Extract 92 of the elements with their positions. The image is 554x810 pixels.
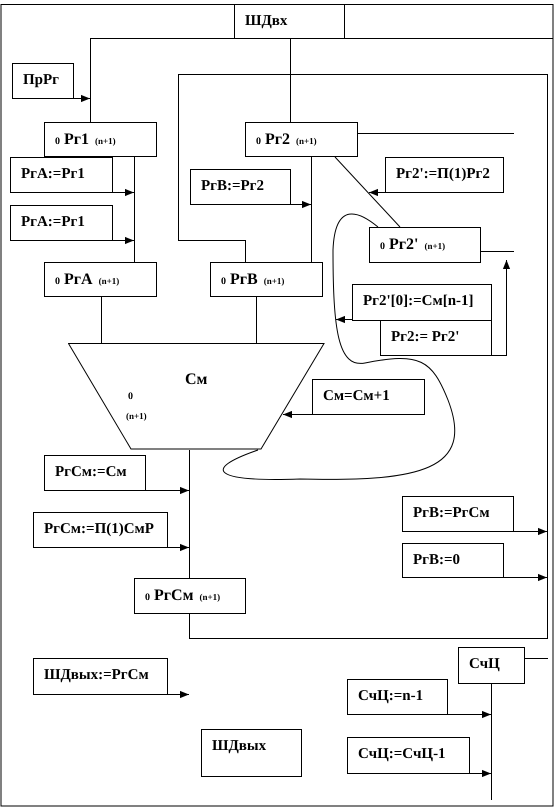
register-box (245, 122, 358, 157)
register-name: РгВ (230, 271, 258, 288)
register-name: Рг2 (265, 131, 290, 148)
wire (480, 251, 514, 252)
operation-text: Рг2'[0]:=См[n-1] (363, 293, 474, 309)
wire (189, 450, 190, 578)
wire (311, 156, 312, 262)
operation-box (44, 455, 146, 491)
bit-index: (n+1) (424, 241, 446, 251)
operation-text: ШДвх (245, 13, 288, 29)
operation-text: Рг2:= Рг2' (391, 329, 460, 345)
operation-text: ШДвых:=РгСм (44, 667, 149, 683)
operation-text: РгСм:=См (55, 464, 127, 480)
operation-box (402, 496, 514, 532)
bit-index: 0 (128, 391, 133, 402)
adder-name: См (185, 371, 208, 389)
wire (178, 74, 548, 639)
operation-text: ШДвых (212, 738, 266, 754)
bit-index: (n+1) (126, 411, 147, 421)
arrow (470, 770, 492, 778)
bit-index: 0 (221, 276, 226, 287)
wire (134, 156, 135, 262)
bit-index: 0 (256, 136, 261, 147)
operation-box (347, 737, 470, 774)
register-box (369, 227, 481, 263)
operation-text: СчЦ (469, 656, 500, 672)
arrow (290, 200, 312, 208)
bit-index: (n+1) (264, 276, 284, 286)
bit-index: 0 (55, 276, 60, 287)
arrow (112, 188, 134, 196)
register-name: РгА (64, 271, 93, 288)
bit-index: 0 (380, 241, 385, 252)
bit-index: (n+1) (95, 136, 116, 146)
wire (256, 296, 257, 344)
operation-box (385, 157, 504, 193)
operation-text: РгВ:=Рг2 (201, 178, 264, 194)
register-box (134, 578, 246, 614)
operation-text: РгА:=Рг1 (21, 166, 85, 182)
operation-box (347, 679, 448, 715)
operation-text: РгСм:=П(1)СмР (44, 521, 154, 537)
operation-text: СчЦ:=СчЦ-1 (358, 746, 446, 762)
operation-text: РгА:=Рг1 (21, 214, 85, 230)
arrow (168, 544, 190, 552)
wire (491, 684, 492, 800)
operation-text: См=См+1 (323, 388, 390, 404)
wire (90, 38, 234, 122)
operation-text: РгВ:=РгСм (413, 505, 490, 521)
operation-box (190, 169, 291, 205)
operation-box (352, 284, 492, 321)
register-box (44, 122, 157, 157)
wire (290, 38, 291, 122)
arrow (74, 94, 90, 102)
arrow (368, 188, 386, 196)
operation-box (380, 320, 492, 356)
arrow (146, 486, 190, 494)
register-box (210, 262, 323, 297)
wire (358, 133, 514, 134)
operation-text: Рг2':=П(1)Рг2 (396, 166, 490, 182)
wire (101, 296, 102, 344)
register-box (44, 262, 157, 297)
arrow (514, 528, 548, 536)
operation-box (10, 157, 113, 193)
wire (524, 658, 548, 659)
operation-box (234, 4, 345, 39)
operation-box (201, 729, 302, 777)
register-name: Рг2' (389, 236, 418, 253)
operation-box (10, 205, 113, 241)
wire (334, 156, 400, 228)
operation-box (33, 512, 168, 548)
operation-text: ПрРг (23, 72, 59, 88)
arrow (336, 316, 352, 324)
bit-index: 0 (55, 136, 60, 147)
arrow (282, 410, 312, 418)
register-name: РгСм (154, 587, 194, 604)
bit-index: (n+1) (296, 136, 317, 146)
operation-box (402, 543, 504, 578)
arrow (168, 690, 190, 698)
bit-index: (n+1) (98, 276, 120, 286)
bit-index: (n+1) (200, 592, 220, 602)
register-name: Рг1 (64, 131, 90, 148)
bit-index: 0 (145, 592, 150, 603)
operation-box (12, 63, 74, 99)
operation-box (33, 658, 168, 695)
arrow (112, 236, 134, 244)
arrow (492, 260, 510, 356)
operation-text: РгВ:=0 (413, 552, 460, 568)
arrow (504, 574, 548, 582)
arrow (448, 710, 492, 718)
operation-box (458, 647, 525, 684)
wire (222, 214, 456, 480)
operation-text: СчЦ:=n-1 (358, 688, 424, 704)
operation-box (312, 379, 425, 415)
